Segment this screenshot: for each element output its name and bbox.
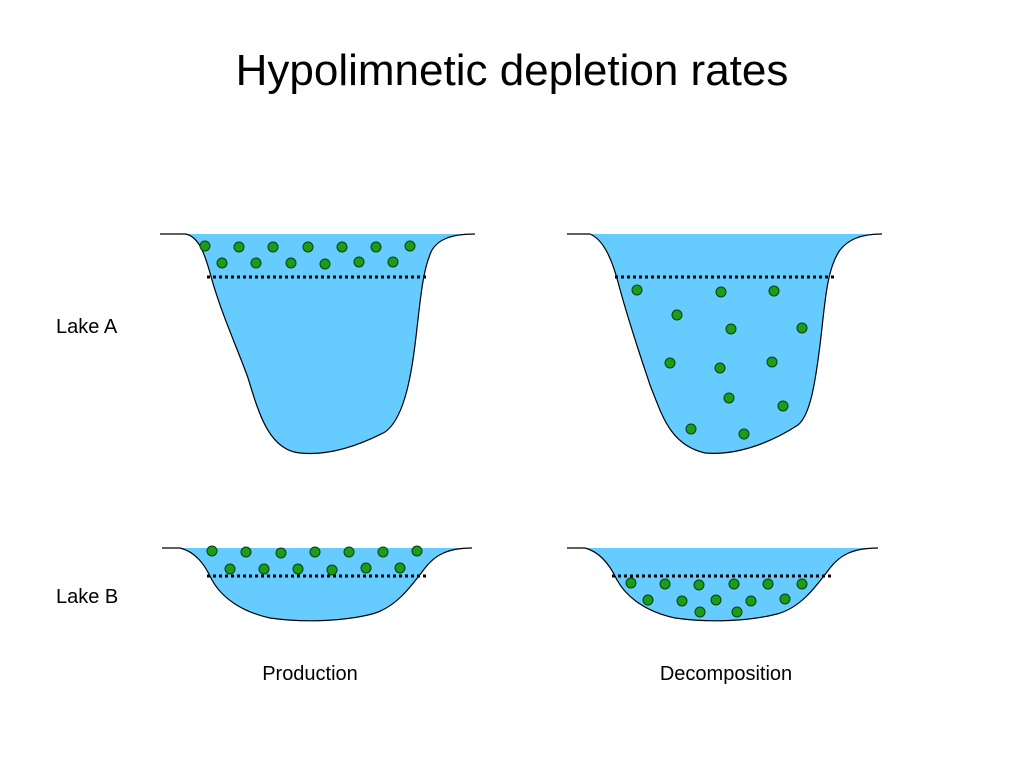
particle [694,606,706,618]
row-label-lake-a: Lake A [56,316,118,338]
particle [745,595,757,607]
particle [664,357,676,369]
particle [199,240,211,252]
particle [240,546,252,558]
particle [250,257,262,269]
particle [360,562,372,574]
lake-a-production [160,233,476,455]
particle [779,593,791,605]
particle [796,578,808,590]
particle [714,362,726,374]
particle [285,257,297,269]
particle [642,594,654,606]
particle [777,400,789,412]
particle [710,594,722,606]
particle [796,322,808,334]
particle [685,423,697,435]
particle [738,428,750,440]
particle [762,578,774,590]
lake-a-decomposition-basin [567,233,883,454]
particle [258,563,270,575]
particle [659,578,671,590]
particle [267,241,279,253]
lake-b-decomposition [567,547,879,622]
particle [723,392,735,404]
particle [343,546,355,558]
particle [731,606,743,618]
column-label-production: Production [262,663,358,685]
particle [631,284,643,296]
particle [353,256,365,268]
particle [224,563,236,575]
lake-a-decomposition [567,233,883,454]
particle [377,546,389,558]
particle [728,578,740,590]
particle [671,309,683,321]
slide-title: Hypolimnetic depletion rates [235,46,789,95]
particle [233,241,245,253]
particle [404,240,416,252]
particle [766,356,778,368]
lake-a-production-basin [160,233,476,455]
particle [768,285,780,297]
particle [394,562,406,574]
particle [387,256,399,268]
lake-b-production-basin [162,547,473,622]
row-label-lake-b: Lake B [56,586,119,608]
particle [319,258,331,270]
lake-b-decomposition-particles [625,577,808,618]
particle [725,323,737,335]
lake-a-decomposition-particles [631,284,808,440]
particle [336,241,348,253]
particle [411,545,423,557]
particle [309,546,321,558]
lake-b-production [162,545,473,622]
particle [206,545,218,557]
particle [693,579,705,591]
particle [216,257,228,269]
particle [625,577,637,589]
particle [676,595,688,607]
particle [326,564,338,576]
lake-a-production-particles [199,240,416,270]
particle [275,547,287,559]
particle [715,286,727,298]
particle [292,563,304,575]
lake-b-decomposition-basin [567,547,879,622]
particle [302,241,314,253]
lake-b-production-particles [206,545,423,576]
particle [370,241,382,253]
column-label-decomposition: Decomposition [659,663,793,685]
